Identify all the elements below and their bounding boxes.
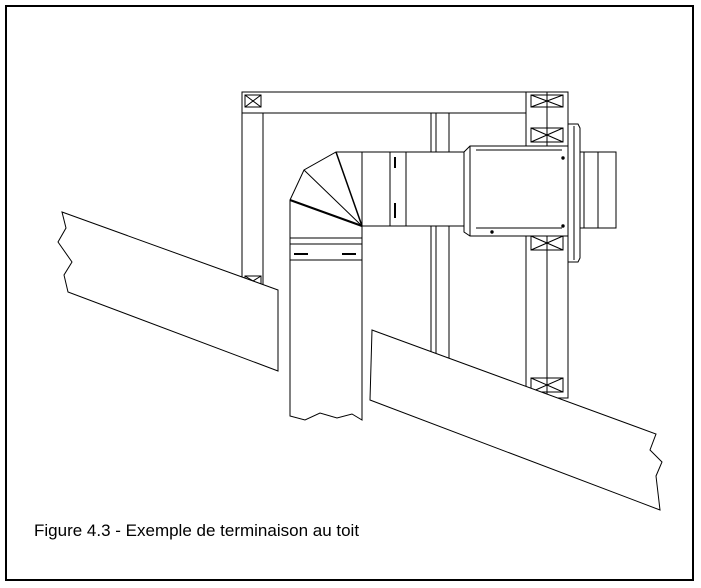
vent-elbow [290, 152, 390, 238]
wall-framing [242, 92, 568, 398]
wall-terminal-housing [464, 146, 572, 236]
roof-section-left [58, 212, 278, 371]
terminal-cap [580, 152, 616, 228]
vertical-vent-pipe [290, 238, 362, 420]
figure-frame: Figure 4.3 - Exemple de terminaison au t… [5, 5, 694, 581]
roof-section-right [370, 330, 662, 510]
exterior-flange [568, 124, 580, 262]
horizontal-vent-pipe [390, 152, 464, 226]
figure-caption: Figure 4.3 - Exemple de terminaison au t… [34, 521, 360, 540]
